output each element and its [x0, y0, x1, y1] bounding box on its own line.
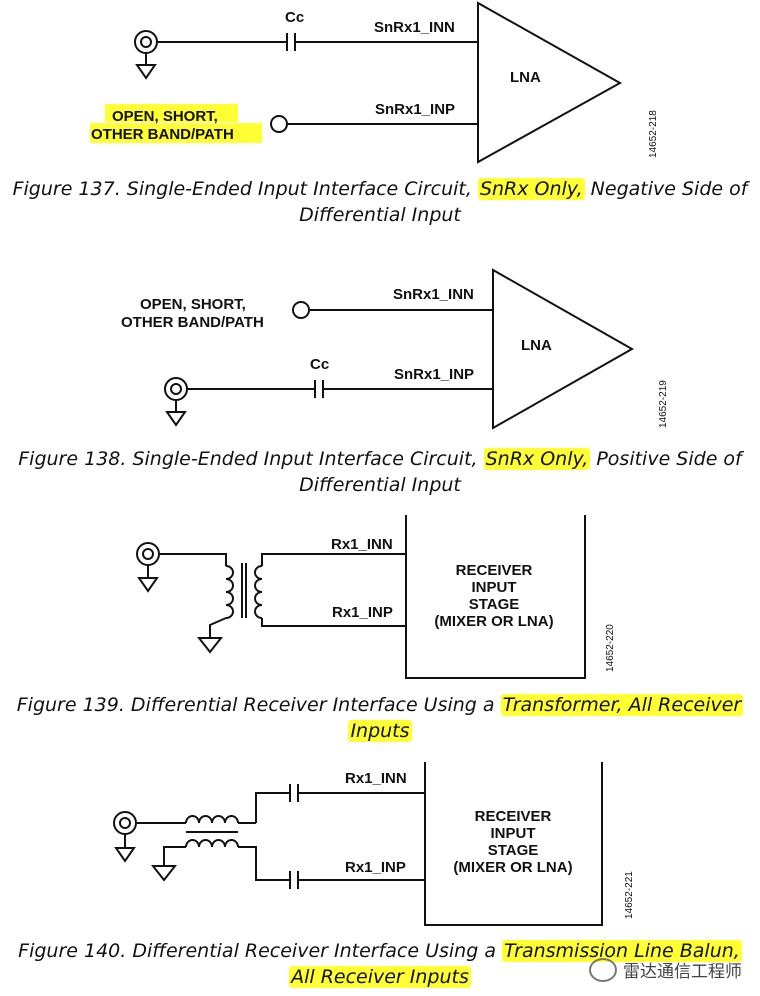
fig140-coax-center [119, 817, 131, 829]
fig139-diagram [136, 515, 586, 679]
fig140-stage-line1: RECEIVER [475, 808, 552, 825]
fig137-highlight-open2 [90, 123, 262, 143]
fig137-open-terminal [270, 115, 288, 133]
fig139-transformer-primary [225, 565, 234, 619]
fig140-coax-connector [113, 811, 137, 835]
fig138-caption-post: Positive Side of [596, 448, 742, 470]
watermark-text: 雷达通信工程师 [623, 962, 742, 982]
fig138-inp-label: SnRx1_INP [394, 366, 474, 383]
fig140-caption-highlight: Transmission Line Balun, [502, 940, 742, 962]
fig139-wire-inp [261, 618, 406, 627]
fig139-receiver-box [405, 515, 586, 679]
fig139-coax-connector [136, 542, 160, 566]
fig140-stage-line2: INPUT [491, 825, 536, 842]
fig140-balun-bottom-coil [185, 839, 239, 848]
fig138-open-label-1: OPEN, SHORT, [140, 296, 246, 313]
fig138-inn-label: SnRx1_INN [393, 286, 474, 303]
fig138-lna-label: LNA [521, 337, 552, 354]
fig138-caption-highlight: SnRx Only, [483, 448, 591, 470]
fig137-inn-label: SnRx1_INN [374, 19, 455, 36]
fig137-coax-center [140, 36, 152, 48]
fig139-ground-symbol [137, 577, 159, 593]
fig137-caption-pre: Figure 137. Single-Ended Input Interface… [12, 178, 472, 200]
fig140-wire-inp [238, 846, 290, 881]
fig137-cap-label: Cc [285, 9, 304, 26]
fig140-balun-top-coil [185, 815, 239, 824]
fig140-receiver-box [424, 762, 603, 926]
fig139-stage-line4: (MIXER OR LNA) [434, 613, 553, 630]
fig140-ground-symbol-2 [150, 865, 178, 882]
fig139-code: 14652-220 [605, 624, 616, 672]
fig140-caption: Figure 140. Differential Receiver Interf… [0, 938, 760, 990]
fig140-stage-line3: STAGE [488, 842, 539, 859]
fig140-ground-symbol [114, 847, 136, 863]
fig140-caption-line2: All Receiver Inputs [289, 966, 471, 988]
fig138-caption-line2: Differential Input [299, 474, 461, 496]
fig137-inp-label: SnRx1_INP [375, 101, 455, 118]
fig139-caption: Figure 139. Differential Receiver Interf… [0, 692, 760, 744]
fig139-caption-pre: Figure 139. Differential Receiver Interf… [16, 694, 495, 716]
fig140-wire-inn [255, 792, 290, 823]
fig137-diagram [134, 1, 623, 164]
fig138-ground-symbol [165, 411, 187, 427]
fig139-transformer-secondary [254, 565, 263, 619]
fig139-inn-label: Rx1_INN [331, 536, 393, 553]
fig139-wire-inn [261, 553, 406, 566]
fig139-caption-line2: Inputs [348, 720, 412, 742]
fig137-lna-label: LNA [510, 69, 541, 86]
fig137-open-label-1: OPEN, SHORT, [112, 108, 218, 125]
fig140-inp-label: Rx1_INP [345, 859, 406, 876]
fig137-open-label-2: OTHER BAND/PATH [91, 126, 234, 143]
fig137-caption-highlight: SnRx Only, [477, 178, 585, 200]
wechat-icon [589, 957, 617, 982]
fig137-caption-post: Negative Side of [590, 178, 748, 200]
fig138-cap-label: Cc [310, 356, 329, 373]
fig138-code: 14652-219 [658, 380, 669, 428]
fig137-coax-connector [134, 30, 158, 54]
fig139-ground-symbol-2 [196, 637, 224, 654]
fig138-open-terminal [292, 301, 310, 319]
fig138-diagram [164, 268, 635, 430]
fig138-coax-connector [164, 377, 188, 401]
fig138-lna-triangle [492, 268, 635, 430]
fig138-caption: Figure 138. Single-Ended Input Interface… [0, 446, 760, 498]
fig140-caption-pre: Figure 140. Differential Receiver Interf… [18, 940, 496, 962]
fig137-caption: Figure 137. Single-Ended Input Interface… [0, 176, 760, 228]
fig139-stage-line3: STAGE [469, 596, 520, 613]
fig139-coax-center [142, 548, 154, 560]
fig139-stage-line1: RECEIVER [456, 562, 533, 579]
fig137-code: 14652-218 [648, 110, 659, 158]
fig139-stage-line2: INPUT [472, 579, 517, 596]
fig138-caption-pre: Figure 138. Single-Ended Input Interface… [18, 448, 478, 470]
fig137-caption-line2: Differential Input [299, 204, 461, 226]
fig137-highlight-open1 [105, 104, 238, 122]
fig140-inn-label: Rx1_INN [345, 770, 407, 787]
fig139-inp-label: Rx1_INP [332, 604, 393, 621]
fig137-ground-symbol [135, 64, 157, 80]
fig140-stage-line4: (MIXER OR LNA) [453, 859, 572, 876]
fig140-code: 14652-221 [624, 871, 635, 919]
fig138-open-label-2: OTHER BAND/PATH [121, 314, 264, 331]
fig140-diagram [113, 762, 603, 926]
fig139-caption-highlight: Transformer, All Receiver [500, 694, 744, 716]
watermark: 雷达通信工程师 [589, 957, 742, 982]
fig138-coax-center [170, 383, 182, 395]
fig137-lna-triangle [477, 1, 623, 164]
